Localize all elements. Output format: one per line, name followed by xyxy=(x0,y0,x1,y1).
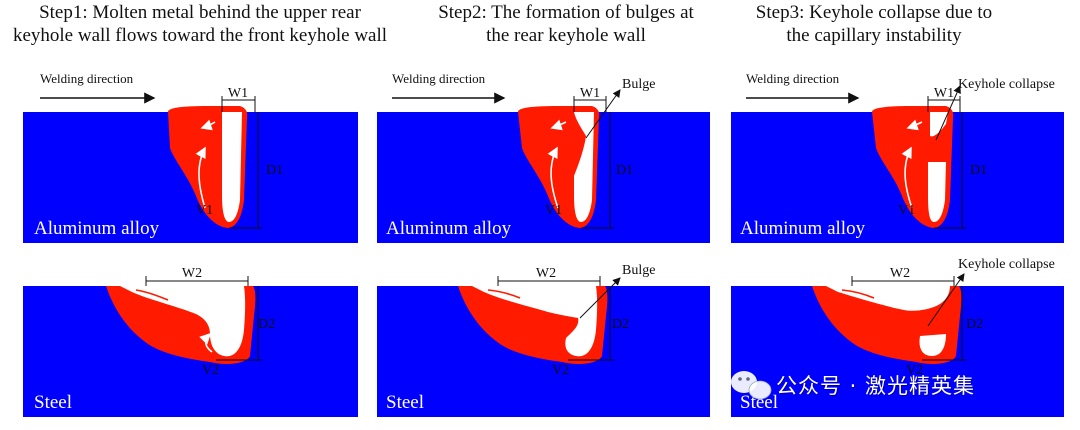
w2-label: W2 xyxy=(890,266,910,281)
w1-label: W1 xyxy=(228,86,248,101)
flow-arrow xyxy=(487,289,521,299)
v1-label: V1 xyxy=(898,203,915,218)
bulge-callout-top: Bulge xyxy=(622,77,655,92)
flow-arrow xyxy=(841,289,875,299)
step-3-title-line1: Step3: Keyhole collapse due to xyxy=(756,2,992,23)
w2-label: W2 xyxy=(182,266,202,281)
watermark-text-shadow: 公众号 · 激光精英集 xyxy=(777,375,976,399)
step-1-title-line2: keyhole wall flows toward the front keyh… xyxy=(13,25,387,46)
flow-arrow xyxy=(195,146,206,209)
step-1-welding-direction: Welding direction xyxy=(40,71,134,86)
w1-label: W1 xyxy=(580,86,600,101)
v2-label: V2 xyxy=(906,363,923,378)
watermark: 公众号 · 激光精英集 公众号 · 激光精英集 xyxy=(731,371,976,400)
flow-arrow xyxy=(200,119,216,131)
d2-label: D2 xyxy=(258,317,275,332)
step-1-material-steel: Steel xyxy=(34,392,72,413)
flow-arrow xyxy=(550,119,567,131)
step-3-title-line2: the capillary instability xyxy=(786,25,962,46)
w1-label: W1 xyxy=(934,86,954,101)
wechat-icon xyxy=(731,371,772,400)
v2-label: V2 xyxy=(552,363,569,378)
flow-arrow xyxy=(199,332,213,353)
step-3-bottom-keyhole-lower xyxy=(919,334,946,356)
v1-label: V1 xyxy=(545,203,562,218)
d1-label: D1 xyxy=(616,163,633,178)
step-3-welding-direction: Welding direction xyxy=(746,71,840,86)
step-3-top-keyhole-lower xyxy=(928,162,946,222)
step-2-panel: Step2: The formation of bulges at the re… xyxy=(377,2,710,417)
step-3-material-aluminum: Aluminum alloy xyxy=(740,218,866,239)
v2-label: V2 xyxy=(202,363,219,378)
step-3-material-steel: Steel xyxy=(740,392,778,413)
d1-label: D1 xyxy=(266,163,283,178)
collapse-callout-top: Keyhole collapse xyxy=(958,77,1055,92)
step-3-panel: Step3: Keyhole collapse due to the capil… xyxy=(731,2,1064,417)
flow-arrow xyxy=(901,146,913,209)
d1-label: D1 xyxy=(970,163,987,178)
step-2-material-aluminum: Aluminum alloy xyxy=(386,218,512,239)
step-2-material-steel: Steel xyxy=(386,392,424,413)
bulge-callout-line xyxy=(579,277,621,319)
step-2-title-line1: Step2: The formation of bulges at xyxy=(438,2,694,23)
step-3-top-keyhole-upper xyxy=(930,112,948,137)
step-1-bottom-keyhole xyxy=(120,286,246,357)
step-1-title-line1: Step1: Molten metal behind the upper rea… xyxy=(39,2,362,23)
watermark-text: 公众号 · 激光精英集 xyxy=(776,374,975,398)
bulge-callout-bottom: Bulge xyxy=(622,263,655,278)
d2-label: D2 xyxy=(966,317,983,332)
step-1-material-aluminum: Aluminum alloy xyxy=(34,218,160,239)
step-2-title-line2: the rear keyhole wall xyxy=(486,25,646,46)
step-2-top-keyhole xyxy=(574,112,594,222)
flow-arrow xyxy=(547,146,559,209)
collapse-callout-line xyxy=(927,273,965,327)
collapse-callout-bottom: Keyhole collapse xyxy=(958,257,1055,272)
step-1-panel: Step1: Molten metal behind the upper rea… xyxy=(13,2,387,417)
flow-arrow xyxy=(135,289,169,301)
w2-label: W2 xyxy=(536,266,556,281)
v1-label: V1 xyxy=(196,203,213,218)
collapse-callout-line xyxy=(935,85,961,141)
step-2-bottom-keyhole xyxy=(472,286,598,357)
d2-label: D2 xyxy=(612,317,629,332)
step-2-welding-direction: Welding direction xyxy=(392,71,486,86)
step-1-top-keyhole xyxy=(222,112,242,222)
bulge-callout-line xyxy=(585,89,621,139)
flow-arrow xyxy=(906,119,923,131)
